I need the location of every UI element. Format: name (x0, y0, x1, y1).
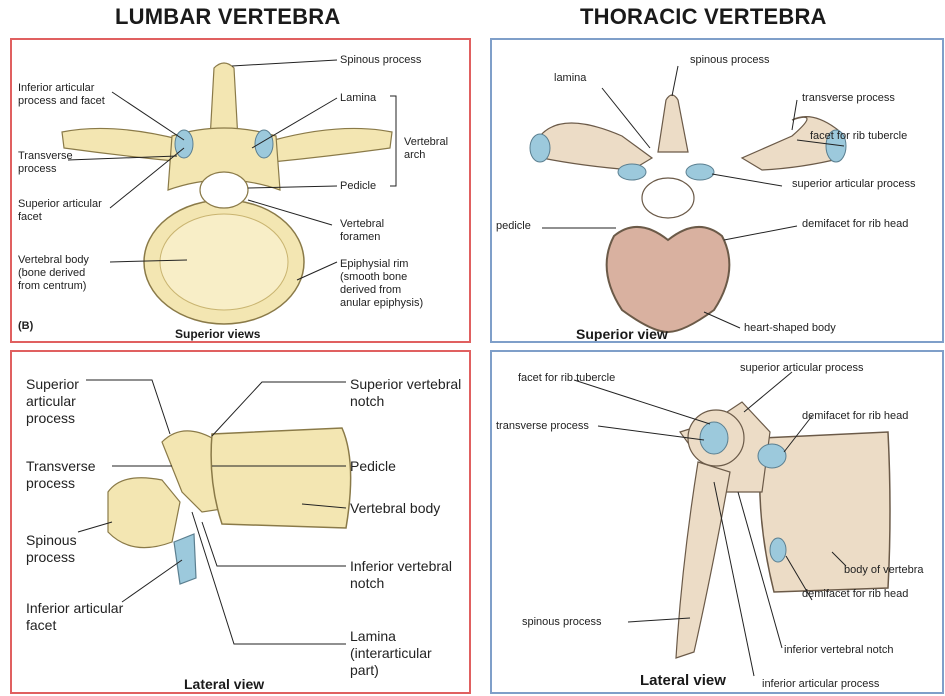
label-lateral-superior-articular: superior articular process (740, 362, 864, 375)
lumbar-lateral-panel: Superior articular process Transverse pr… (10, 350, 471, 694)
label-thoracic-demifacet: demifacet for rib head (802, 218, 908, 231)
left-articular-facet (175, 130, 193, 158)
right-articular-facet (255, 130, 273, 158)
lumbar-superior-panel: Inferior articular process and facet Tra… (10, 38, 471, 343)
label-inferior-articular: Inferior articular process and facet (18, 82, 105, 108)
label-thoracic-lamina: lamina (554, 72, 586, 85)
thoracic-lateral-tubercle-facet (700, 422, 728, 454)
label-pedicle: Pedicle (340, 180, 376, 193)
epiphysial-rim-inner (160, 214, 288, 310)
label-thoracic-spinous: spinous process (690, 54, 770, 67)
label-lateral-inferior-articular: inferior articular process (762, 678, 879, 691)
thoracic-right-sup-articular (686, 164, 714, 180)
thoracic-superior-caption: Superior view (576, 326, 668, 342)
thoracic-heart-body (607, 227, 730, 332)
left-transverse-process (62, 128, 184, 162)
lateral-vertebral-body (211, 428, 351, 528)
thoracic-lateral-lower-demifacet (770, 538, 786, 562)
label-thoracic-transverse: transverse process (802, 92, 895, 105)
label-lateral-demifacet-lower: demifacet for rib head (802, 588, 908, 601)
label-thoracic-superior-articular: superior articular process (792, 178, 916, 191)
lumbar-superior-caption: Superior views (175, 327, 260, 341)
label-epiphysial-rim: Epiphysial rim (smooth bone derived from… (340, 258, 423, 310)
thoracic-superior-drawing (492, 40, 944, 343)
thoracic-lateral-caption: Lateral view (640, 672, 726, 689)
right-transverse-process (272, 128, 392, 162)
label-superior-vertebral-notch: Superior vertebral notch (350, 376, 461, 410)
label-lateral-demifacet-upper: demifacet for rib head (802, 410, 908, 423)
thoracic-lateral-spinous (676, 462, 730, 658)
label-thoracic-facet-rib-tubercle: facet for rib tubercle (810, 130, 907, 143)
lateral-inferior-facet (174, 534, 196, 584)
label-body-of-vertebra: body of vertebra (844, 564, 924, 577)
label-lateral-inferior-notch: inferior vertebral notch (784, 644, 893, 657)
label-lateral-spinous-process: Spinous process (26, 532, 77, 566)
label-transverse-process: Transverse process (18, 150, 73, 176)
label-lateral-transverse: transverse process (496, 420, 589, 433)
label-heart-shaped-body: heart-shaped body (744, 322, 836, 335)
thoracic-left-sup-articular (618, 164, 646, 180)
label-lateral-pedicle: Pedicle (350, 458, 396, 475)
label-lateral-spinous: spinous process (522, 616, 602, 629)
thoracic-spinous-shape (658, 95, 688, 152)
lateral-spinous-process (108, 478, 180, 548)
label-superior-articular-process: Superior articular process (26, 376, 79, 427)
thoracic-lateral-drawing (492, 352, 944, 694)
panel-tag: (B) (18, 320, 33, 333)
label-lateral-facet-rib-tubercle: facet for rib tubercle (518, 372, 615, 385)
label-lamina: Lamina (340, 92, 376, 105)
thoracic-foramen (642, 178, 694, 218)
label-thoracic-pedicle: pedicle (496, 220, 531, 233)
label-inferior-articular-facet: Inferior articular facet (26, 600, 123, 634)
vertebral-foramen-shape (200, 172, 248, 208)
thoracic-title: THORACIC VERTEBRA (580, 4, 827, 30)
label-lateral-vertebral-body: Vertebral body (350, 500, 440, 517)
label-vertebral-body: Vertebral body (bone derived from centru… (18, 254, 89, 293)
label-spinous-process: Spinous process (340, 54, 421, 67)
thoracic-lateral-panel: facet for rib tubercle superior articula… (490, 350, 944, 694)
label-lateral-transverse-process: Transverse process (26, 458, 96, 492)
label-lamina-interarticular: Lamina (interarticular part) (350, 628, 432, 679)
label-vertebral-arch: Vertebral arch (404, 136, 448, 162)
lumbar-lateral-caption: Lateral view (184, 676, 264, 692)
thoracic-superior-panel: spinous process lamina transverse proces… (490, 38, 944, 343)
thoracic-left-tubercle-facet (530, 134, 550, 162)
lumbar-title: LUMBAR VERTEBRA (115, 4, 340, 30)
label-inferior-vertebral-notch: Inferior vertebral notch (350, 558, 452, 592)
label-vertebral-foramen: Vertebral foramen (340, 218, 384, 244)
thoracic-lateral-upper-demifacet (758, 444, 786, 468)
label-superior-articular-facet: Superior articular facet (18, 198, 102, 224)
